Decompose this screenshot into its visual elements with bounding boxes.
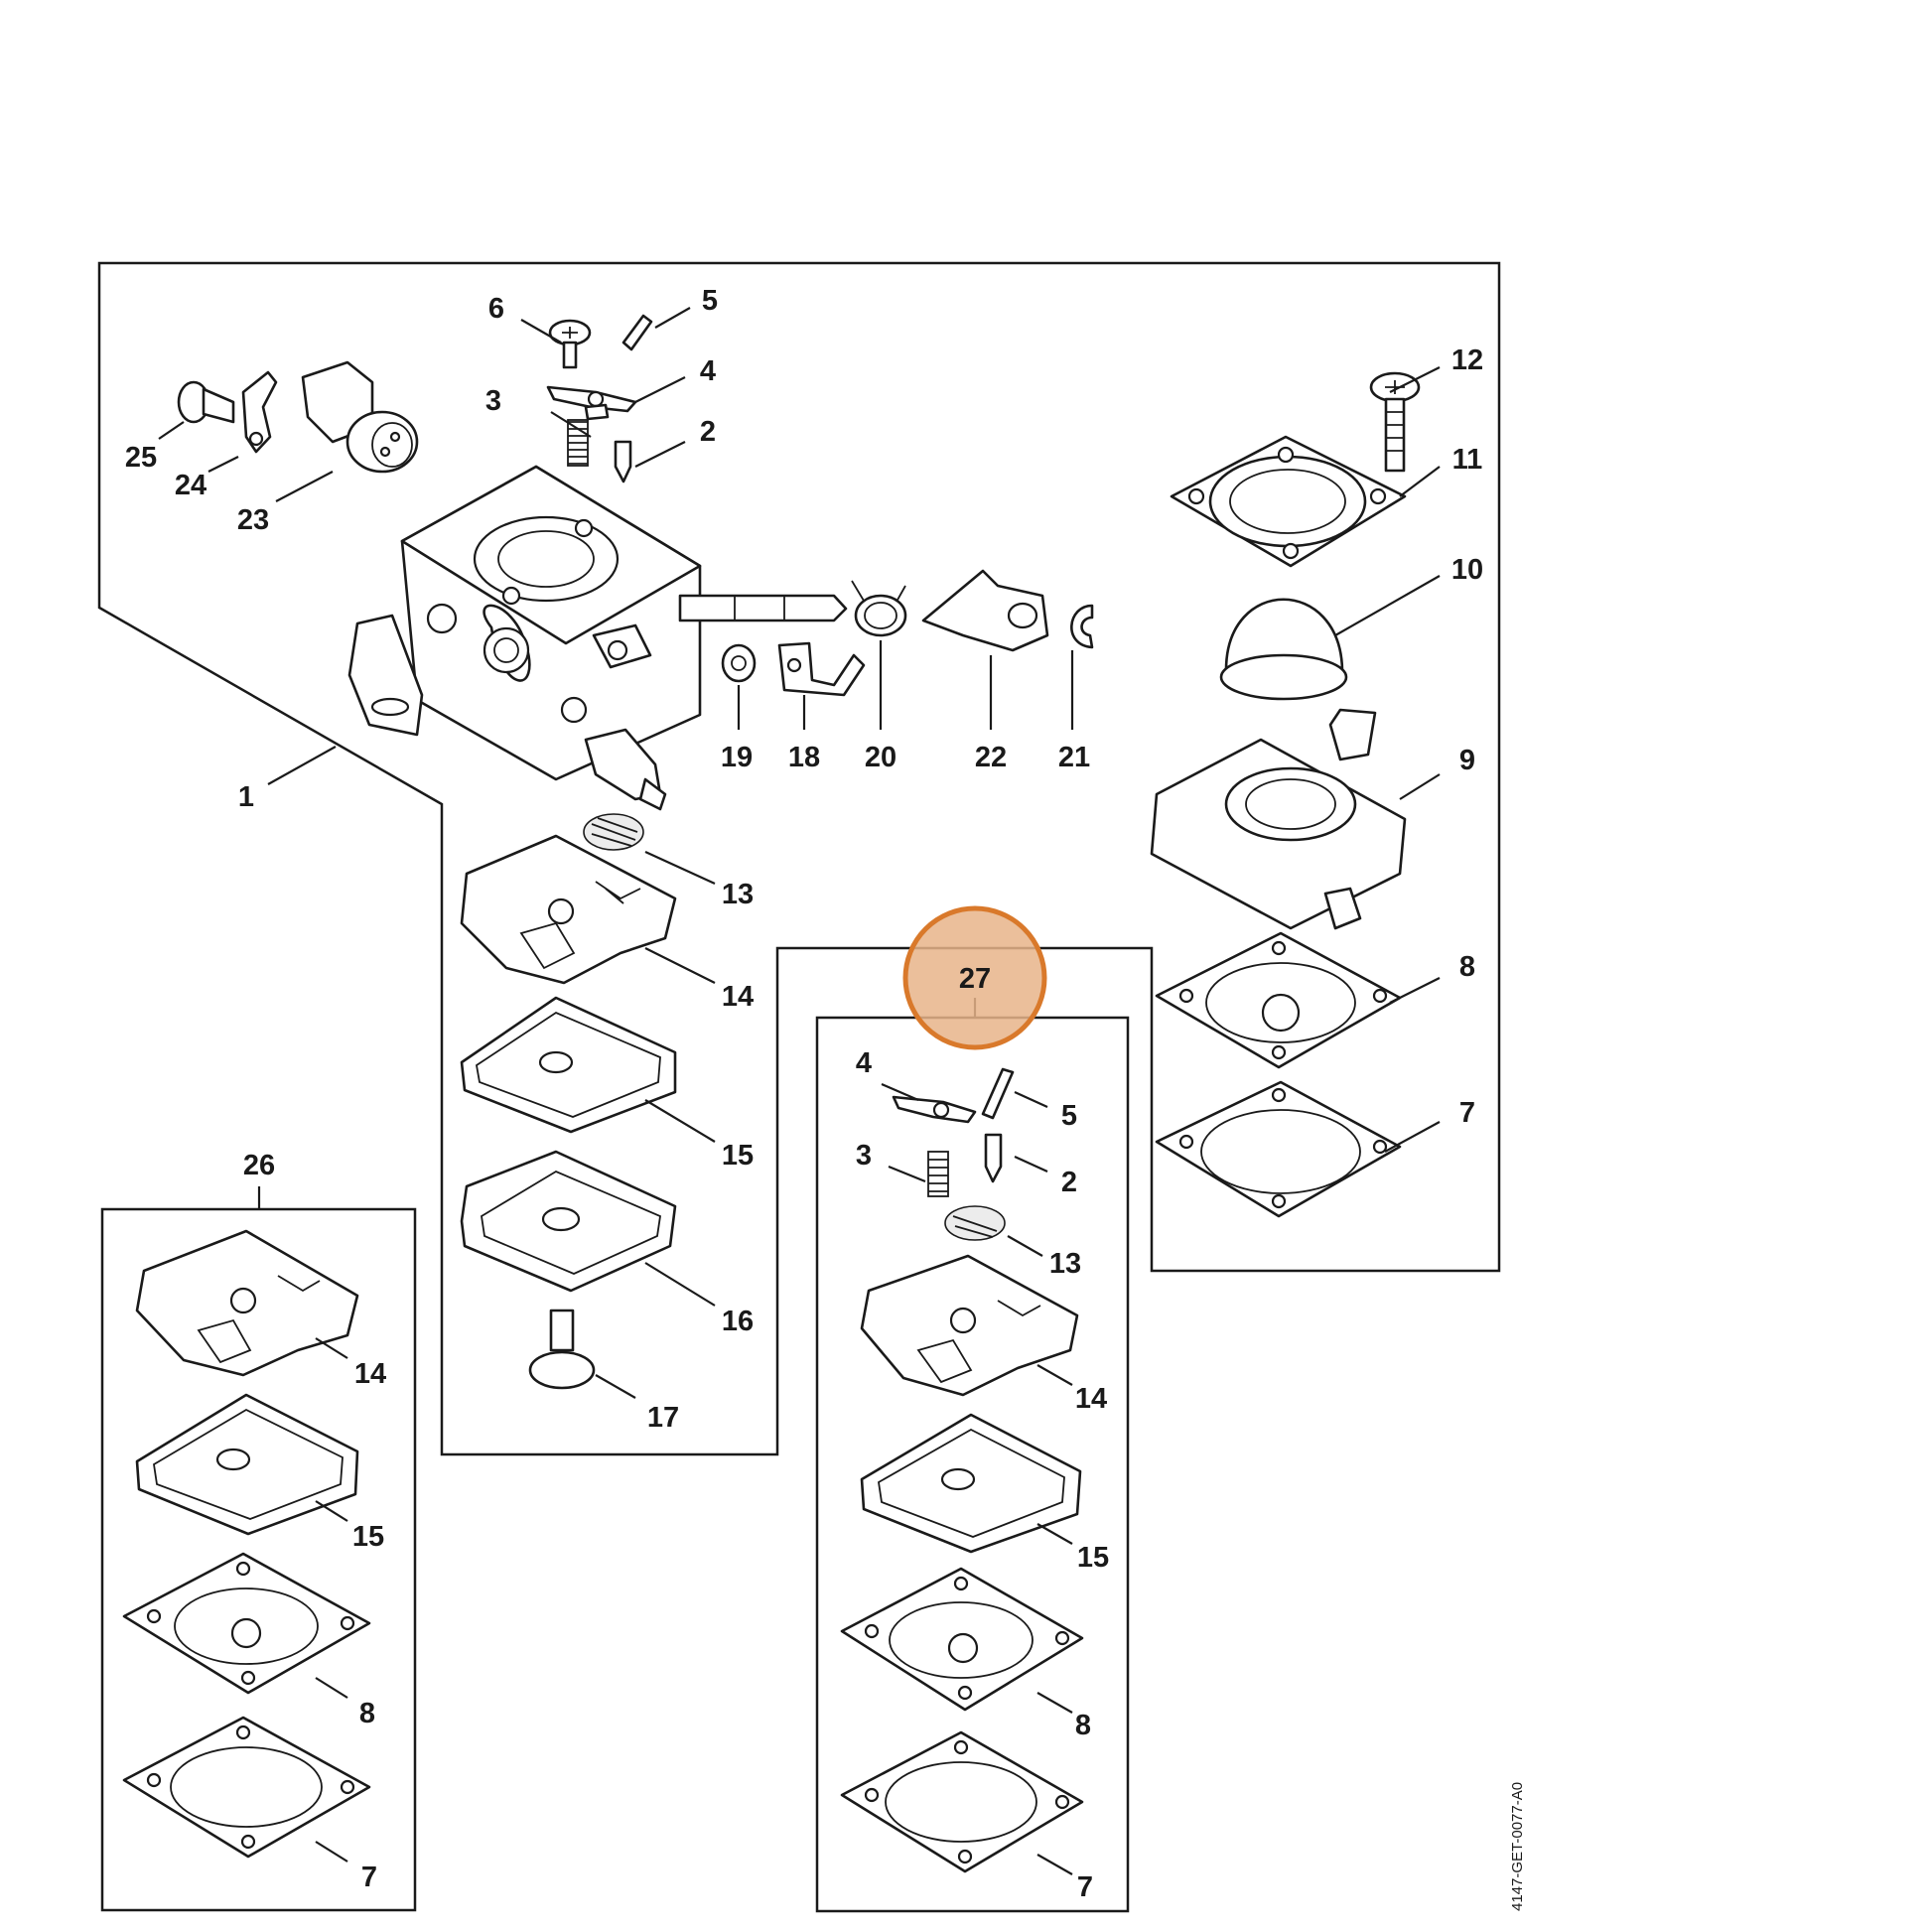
kit-26-part-label-7[interactable]: 7 (361, 1862, 377, 1893)
kit-26-label[interactable]: 26 (243, 1150, 275, 1181)
document-id: 4147-GET-0077-A0 (1509, 1782, 1526, 1911)
kit-27-part-label-8[interactable]: 8 (1075, 1710, 1091, 1741)
part-label-14[interactable]: 14 (722, 981, 754, 1013)
part-label-4[interactable]: 4 (700, 355, 716, 387)
kit-27-part-label-4[interactable]: 4 (856, 1047, 872, 1079)
kit-27-part-label-2[interactable]: 2 (1061, 1167, 1077, 1198)
kit-26-part-label-8[interactable]: 8 (359, 1698, 375, 1729)
carburetor-body (347, 465, 848, 811)
part-label-17[interactable]: 17 (647, 1402, 679, 1434)
right-column-parts (1150, 371, 1421, 1218)
part-label-1[interactable]: 1 (238, 781, 254, 813)
kit-26-part-label-14[interactable]: 14 (354, 1358, 386, 1390)
leader-lines (158, 307, 1441, 1875)
middle-column-parts (460, 813, 677, 1390)
shaft-side-parts (721, 569, 1094, 697)
kit-27-part-label-5[interactable]: 5 (1061, 1100, 1077, 1132)
part-label-15[interactable]: 15 (722, 1140, 754, 1172)
part-label-10[interactable]: 10 (1451, 554, 1483, 586)
kit-27-part-label-14[interactable]: 14 (1075, 1383, 1107, 1415)
part-label-21[interactable]: 21 (1058, 742, 1090, 773)
kit-27-part-label-3[interactable]: 3 (856, 1140, 872, 1172)
part-label-3[interactable]: 3 (485, 385, 501, 417)
kit-27-part-label-7[interactable]: 7 (1077, 1871, 1093, 1903)
part-label-25[interactable]: 25 (125, 442, 157, 474)
top-small-parts (177, 314, 653, 483)
part-label-16[interactable]: 16 (722, 1306, 754, 1337)
part-label-24[interactable]: 24 (175, 470, 207, 501)
part-label-12[interactable]: 12 (1451, 345, 1483, 376)
main-part-labels: 6 5 4 3 2 25 24 23 1 19 18 20 22 21 12 1… (125, 285, 1483, 1434)
part-label-5[interactable]: 5 (702, 285, 718, 317)
kit-26-part-label-15[interactable]: 15 (352, 1521, 384, 1553)
part-label-11[interactable]: 11 (1452, 444, 1483, 476)
kit-26-parts (122, 1229, 371, 1859)
part-label-20[interactable]: 20 (865, 742, 897, 773)
part-label-22[interactable]: 22 (975, 742, 1007, 773)
kit-26-labels: 26 14 15 8 7 (243, 1150, 386, 1893)
kit-27-parts (840, 1067, 1084, 1873)
kit-27-labels: 4 5 3 2 13 14 15 8 7 (856, 1047, 1109, 1903)
part-label-2[interactable]: 2 (700, 416, 716, 448)
part-label-23[interactable]: 23 (237, 504, 269, 536)
part-label-13[interactable]: 13 (722, 879, 754, 910)
part-label-7[interactable]: 7 (1459, 1097, 1475, 1129)
part-label-8[interactable]: 8 (1459, 951, 1475, 983)
part-label-19[interactable]: 19 (721, 742, 753, 773)
main-assembly-frame (97, 261, 1501, 1456)
highlight-marker-27[interactable] (902, 905, 1047, 1050)
part-label-18[interactable]: 18 (788, 742, 820, 773)
kit-27-part-label-15[interactable]: 15 (1077, 1542, 1109, 1574)
part-label-6[interactable]: 6 (488, 293, 504, 325)
kit-27-part-label-13[interactable]: 13 (1049, 1248, 1081, 1280)
kit-27-label[interactable]: 27 (959, 963, 991, 995)
part-label-9[interactable]: 9 (1459, 745, 1475, 776)
